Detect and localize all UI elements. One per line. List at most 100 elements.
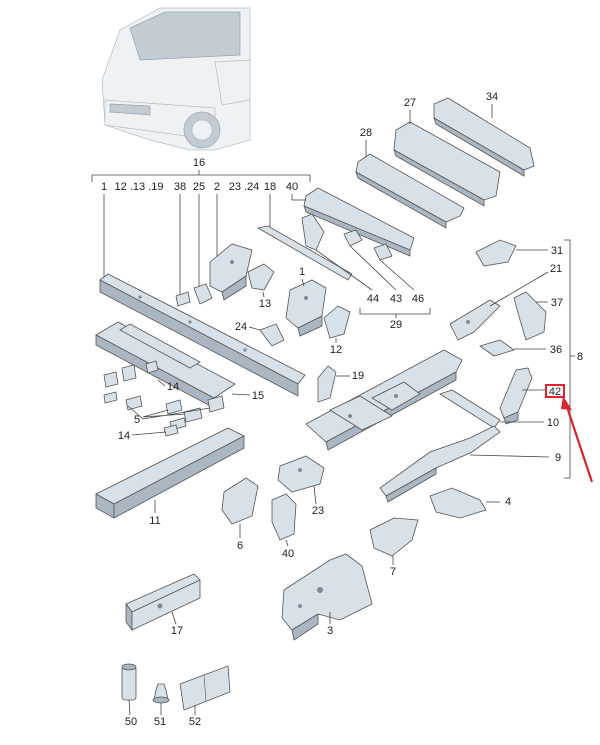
callout-36: 36	[550, 344, 562, 356]
callout-12: 12	[330, 344, 342, 356]
part-4	[429, 487, 487, 519]
callout-3: 3	[327, 625, 333, 637]
callout-7: 7	[390, 566, 396, 578]
leader-13	[262, 291, 265, 298]
part-13	[247, 263, 275, 291]
leaders-44-43-46	[315, 245, 415, 291]
callout-50: 50	[125, 716, 137, 728]
callout-11: 11	[149, 515, 160, 527]
part-19	[317, 365, 337, 403]
callout-29: 29	[390, 319, 402, 331]
callout-24: 24	[235, 321, 247, 333]
callout-51: 51	[154, 716, 166, 728]
callout-10: 10	[547, 417, 559, 429]
callout-44: 44	[367, 293, 379, 305]
part-36	[479, 339, 515, 357]
callout-52: 52	[189, 716, 201, 728]
callout-25: 25	[193, 181, 205, 193]
callout-14-lower: 14	[118, 430, 130, 442]
callout-28: 28	[360, 127, 372, 139]
part-40-lower	[271, 493, 297, 541]
leader-14-lower	[131, 431, 167, 436]
part-12	[323, 305, 351, 339]
part-28-panel	[355, 153, 465, 229]
callout-40-top: 40	[286, 181, 298, 193]
callout-46: 46	[412, 293, 424, 305]
part-15-cross-member	[95, 321, 236, 409]
part-51	[152, 683, 170, 704]
callout-2: 2	[214, 181, 220, 193]
callout-23: 23	[312, 505, 324, 517]
callout-23-24: 23 .24	[229, 181, 260, 193]
callout-21: 21	[550, 263, 562, 275]
part-3	[281, 553, 373, 641]
header-leaders	[103, 194, 293, 296]
callout-16: 16	[193, 157, 205, 169]
callout-12-13-19: 12 .13 .19	[115, 181, 164, 193]
part-6	[221, 477, 259, 525]
callout-14-upper: 14	[167, 381, 179, 393]
part-1-long-rail	[99, 273, 306, 397]
part-24	[259, 323, 285, 347]
leader-1-bracket	[301, 278, 305, 287]
part-1-bracket	[285, 279, 327, 337]
callout-1: 1	[101, 181, 107, 193]
group-16-bracket	[91, 170, 311, 182]
callout-27: 27	[404, 97, 416, 109]
callout-38: 38	[174, 181, 186, 193]
part-31	[475, 239, 517, 267]
leader-40-lower	[285, 539, 289, 547]
leader-21	[489, 271, 549, 307]
callout-9: 9	[555, 452, 561, 464]
part-9	[379, 425, 501, 503]
part-2-bracket	[209, 243, 253, 301]
callout-8: 8	[577, 351, 583, 363]
callout-13: 13	[259, 298, 271, 310]
parts-44-43-46	[301, 213, 393, 261]
callout-15: 15	[252, 390, 264, 402]
part-27-panel	[393, 121, 501, 207]
leader-15	[231, 393, 251, 396]
callout-34: 34	[486, 91, 498, 103]
callout-6: 6	[237, 540, 243, 552]
side-rail-assembly	[305, 349, 463, 451]
leader-23	[313, 485, 317, 505]
callout-18: 18	[264, 181, 276, 193]
part-42	[499, 367, 533, 425]
callout-42: 42	[549, 386, 561, 398]
callout-17: 17	[171, 625, 183, 637]
part-34-beam	[433, 97, 535, 177]
part-23	[277, 455, 325, 493]
vehicle-illustration	[101, 7, 251, 151]
leader-5	[127, 405, 211, 420]
part-7	[369, 517, 419, 557]
highlight-box-42	[545, 384, 565, 398]
callout-43: 43	[390, 293, 402, 305]
part-18-strip	[256, 225, 353, 281]
callout-4: 4	[505, 496, 511, 508]
callout-40-lower: 40	[282, 548, 294, 560]
leader-50	[128, 699, 131, 716]
part-11-long-rail	[95, 427, 245, 519]
callout-31: 31	[551, 245, 563, 257]
group-29-bracket	[359, 308, 431, 315]
callout-5: 5	[134, 414, 140, 426]
leader-24	[248, 326, 261, 331]
highlight-arrow	[561, 396, 594, 483]
leader-14-upper	[157, 379, 166, 387]
group-8-bracket	[564, 239, 571, 479]
part-10	[439, 389, 501, 429]
part-37	[513, 291, 547, 341]
part-50	[121, 663, 137, 701]
callout-19: 19	[352, 370, 364, 382]
leader-17	[171, 611, 177, 625]
part-38-25-clips	[175, 283, 213, 307]
callout-1-bracket: 1	[299, 266, 305, 278]
part-52	[179, 665, 231, 711]
part-17	[125, 573, 201, 632]
leader-9	[469, 454, 550, 458]
small-brackets-5-14	[103, 360, 225, 437]
callout-37: 37	[551, 297, 563, 309]
part-21	[449, 299, 501, 341]
